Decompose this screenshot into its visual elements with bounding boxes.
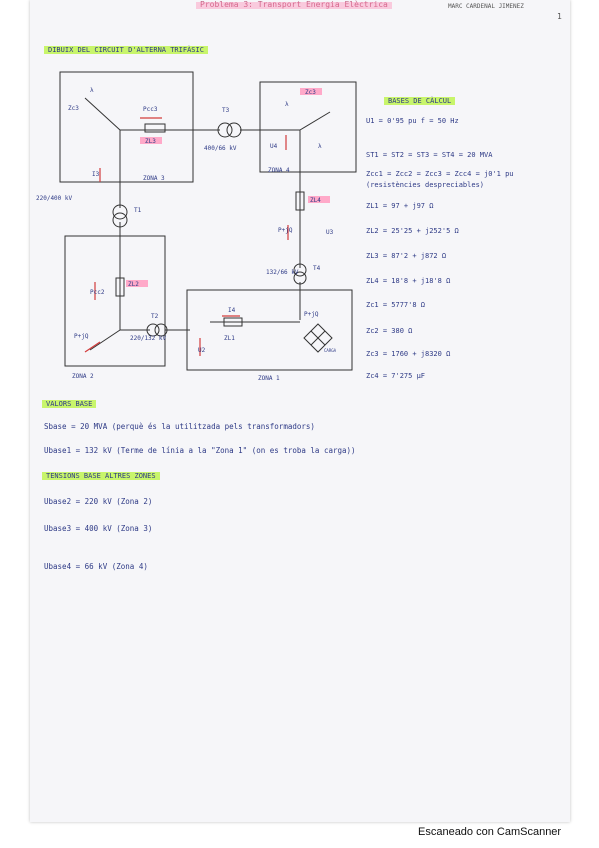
impedance-zl4 <box>295 191 305 211</box>
page-title: Problema 3: Transport Energia Elèctrica <box>196 0 392 9</box>
svg-text:CARGA: CARGA <box>324 348 337 353</box>
svg-text:ZL1: ZL1 <box>224 335 235 342</box>
svg-text:ZL3: ZL3 <box>145 138 156 145</box>
impedance-zc3-highlight <box>300 88 322 95</box>
voltage-line: Ubase2 = 220 kV (Zona 2) <box>44 497 153 506</box>
impedance-zl3 <box>144 123 166 133</box>
transformer-t2-icon <box>146 323 160 337</box>
zone-4-box <box>259 81 357 173</box>
svg-text:T1: T1 <box>134 207 142 214</box>
svg-text:P+jQ: P+jQ <box>278 227 293 234</box>
svg-text:T2: T2 <box>151 313 159 320</box>
svg-text:P+jQ: P+jQ <box>304 311 319 318</box>
base-item: Zcc1 = Zcc2 = Zcc3 = Zcc4 = j0'1 pu <box>366 170 514 178</box>
svg-text:220/132 kV: 220/132 kV <box>130 335 167 342</box>
svg-text:U2: U2 <box>198 347 206 354</box>
impedance-zl2 <box>115 277 125 297</box>
transformer-t3-icon <box>217 122 233 138</box>
values-heading: VALORS BASE <box>42 400 97 408</box>
base-item: ZL3 = 87'2 + j872 Ω <box>366 252 447 260</box>
svg-text:ZONA 2: ZONA 2 <box>72 373 94 380</box>
svg-text:ZONA 4: ZONA 4 <box>268 167 290 174</box>
base-item: Zc4 = 7'275 μF <box>366 372 426 380</box>
impedance-zl3-highlight <box>140 137 162 144</box>
svg-text:I3: I3 <box>92 171 100 178</box>
author-name: MARC CARDENAL JIMENEZ <box>448 3 524 10</box>
base-item: Zc2 = 380 Ω <box>366 327 413 335</box>
svg-text:λ: λ <box>90 87 94 94</box>
svg-text:Pcc2: Pcc2 <box>90 289 105 296</box>
page-number: 1 <box>557 12 562 21</box>
svg-text:T4: T4 <box>313 265 321 272</box>
svg-text:P+jQ: P+jQ <box>74 333 89 340</box>
base-item: ZL1 = 97 + j97 Ω <box>366 202 434 210</box>
bases-heading: BASES DE CÀLCUL <box>384 97 456 105</box>
svg-text:U4: U4 <box>270 143 278 150</box>
base-item: ZL2 = 25'25 + j252'5 Ω <box>366 227 459 235</box>
voltages-heading: TENSIONS BASE ALTRES ZONES <box>42 472 160 480</box>
scanner-watermark: Escaneado con CamScanner <box>418 826 562 838</box>
base-item: U1 = 0'95 pu f = 50 Hz <box>366 117 459 125</box>
transformer-t4-icon <box>293 263 307 277</box>
svg-text:λ: λ <box>318 143 322 150</box>
load-icon <box>303 323 333 353</box>
svg-text:132/66 kV: 132/66 kV <box>266 269 299 276</box>
svg-text:ZONA 3: ZONA 3 <box>143 175 165 182</box>
svg-text:Pcc3: Pcc3 <box>143 106 158 113</box>
zone-2-box <box>64 235 166 367</box>
base-item: ST1 = ST2 = ST3 = ST4 = 20 MVA <box>366 151 493 159</box>
svg-text:I4: I4 <box>228 307 236 314</box>
svg-text:220/400 kV: 220/400 kV <box>36 195 73 202</box>
impedance-zl1 <box>223 317 243 327</box>
svg-text:Zc3: Zc3 <box>68 105 79 112</box>
voltage-line: Ubase3 = 400 kV (Zona 3) <box>44 524 153 533</box>
diagram-heading: DIBUIX DEL CIRCUIT D'ALTERNA TRIFÀSIC <box>44 46 208 54</box>
base-item: (resistències despreciables) <box>366 181 485 189</box>
voltage-line: Ubase4 = 66 kV (Zona 4) <box>44 562 148 571</box>
base-item: Zc3 = 1760 + j8320 Ω <box>366 350 451 358</box>
svg-text:ZL4: ZL4 <box>310 197 321 204</box>
svg-text:λ: λ <box>285 101 289 108</box>
svg-text:Zc3: Zc3 <box>305 89 316 96</box>
svg-text:400/66 kV: 400/66 kV <box>204 145 237 152</box>
svg-text:U3: U3 <box>326 229 334 236</box>
svg-text:ZONA 1: ZONA 1 <box>258 375 280 382</box>
zone-3-box <box>59 71 194 183</box>
svg-text:T3: T3 <box>222 107 230 114</box>
zone-1-box <box>186 289 353 371</box>
sbase-line: Sbase = 20 MVA (perquè és la utilitzada … <box>44 422 315 431</box>
base-item: ZL4 = 18'8 + j18'8 Ω <box>366 277 451 285</box>
base-item: Zc1 = 5777'8 Ω <box>366 301 426 309</box>
svg-text:ZL2: ZL2 <box>128 281 139 288</box>
ubase1-line: Ubase1 = 132 kV (Terme de línia a la "Zo… <box>44 446 356 455</box>
transformer-t1-icon <box>112 204 128 220</box>
